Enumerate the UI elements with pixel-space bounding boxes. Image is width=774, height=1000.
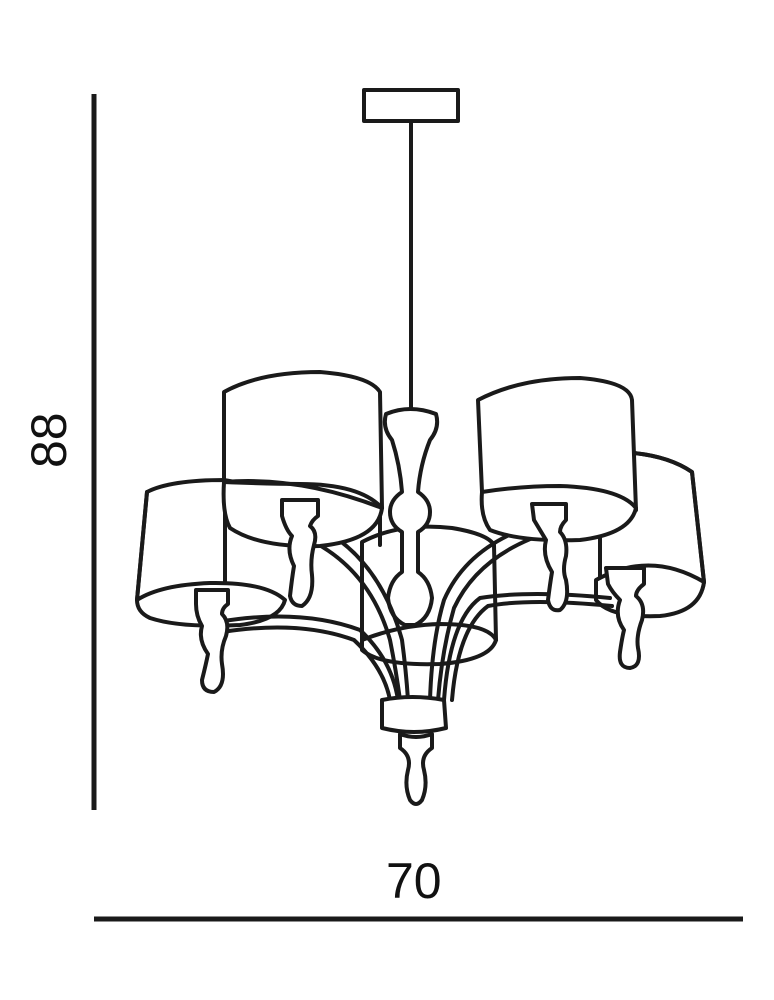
ceiling-canopy: [362, 88, 460, 123]
finial-front-right: [530, 502, 570, 613]
shade-front-left: [221, 370, 384, 549]
central-column: [382, 407, 440, 627]
finial-back-right: [604, 566, 646, 670]
width-dimension-label: 70: [386, 853, 442, 909]
chandelier-arms: [216, 398, 614, 702]
height-dimension-label: 88: [21, 412, 77, 468]
finial-back-left: [194, 588, 230, 694]
bottom-hub: [380, 695, 448, 806]
finial-front-left: [280, 498, 320, 608]
